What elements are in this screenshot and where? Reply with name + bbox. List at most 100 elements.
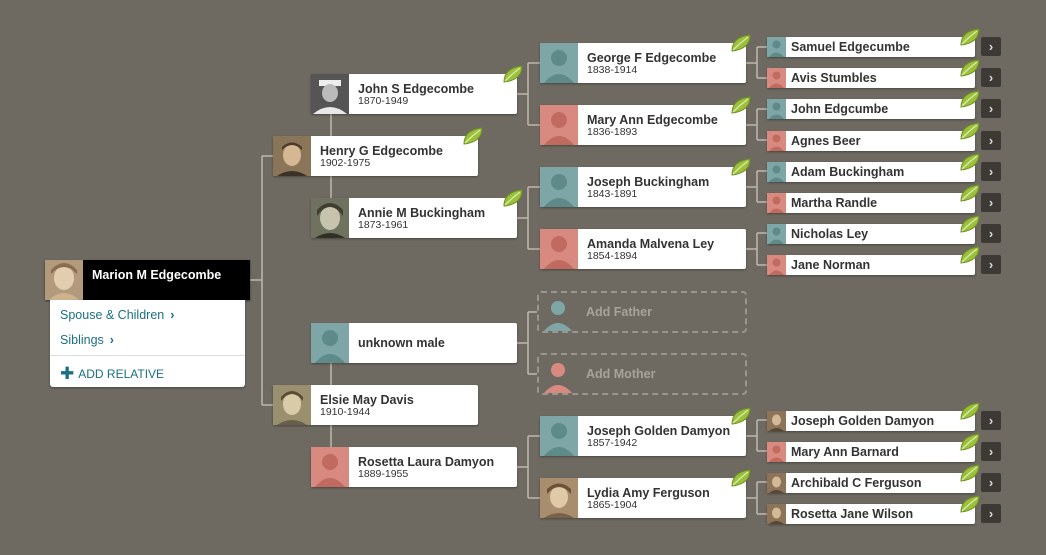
leaf-hint-icon[interactable] [959,121,981,141]
expand-ancestors-button[interactable]: › [981,411,1001,430]
person-photo [767,473,786,493]
great-great-grandparent-card[interactable]: Archibald C Ferguson [767,473,975,493]
spouse-children-link[interactable]: Spouse & Children› [60,308,174,322]
siblings-label: Siblings [60,333,104,347]
male-silhouette-icon [767,162,786,182]
leaf-hint-icon[interactable] [959,214,981,234]
great-grandparent-card[interactable]: Joseph Golden Damyon 1857-1942 [540,416,746,456]
menu-divider [50,355,245,356]
great-great-grandparent-card[interactable]: Avis Stumbles [767,68,975,88]
expand-ancestors-button[interactable]: › [981,131,1001,150]
great-great-grandparent-card[interactable]: Samuel Edgecumbe [767,37,975,57]
expand-ancestors-button[interactable]: › [981,504,1001,523]
great-grandparent-card[interactable]: Lydia Amy Ferguson 1865-1904 [540,478,746,518]
expand-ancestors-button[interactable]: › [981,442,1001,461]
leaf-hint-icon[interactable] [959,89,981,109]
expand-ancestors-button[interactable]: › [981,193,1001,212]
person-dates: 1870-1949 [358,95,409,107]
siblings-link[interactable]: Siblings › [60,333,114,347]
grandfather-maternal-card[interactable]: unknown male [311,323,517,363]
person-photo [45,260,83,300]
person-photo [273,136,311,176]
leaf-hint-icon[interactable] [730,33,752,53]
great-great-grandparent-card[interactable]: Mary Ann Barnard [767,442,975,462]
great-great-grandparent-card[interactable]: Rosetta Jane Wilson [767,504,975,524]
expand-ancestors-button[interactable]: › [981,37,1001,56]
person-name: Joseph Golden Damyon [587,424,731,438]
leaf-hint-icon[interactable] [959,152,981,172]
father-card[interactable]: Henry G Edgecombe 1902-1975 [273,136,478,176]
leaf-hint-icon[interactable] [959,183,981,203]
leaf-hint-icon[interactable] [462,126,484,146]
person-name: Joseph Golden Damyon [791,414,935,428]
leaf-hint-icon[interactable] [959,27,981,47]
mother-card[interactable]: Elsie May Davis 1910-1944 [273,385,478,425]
expand-ancestors-button[interactable]: › [981,162,1001,181]
female-silhouette-icon [767,131,786,151]
great-grandparent-card[interactable]: Joseph Buckingham 1843-1891 [540,167,746,207]
leaf-hint-icon[interactable] [959,463,981,483]
expand-ancestors-button[interactable]: › [981,68,1001,87]
great-great-grandparent-card[interactable]: Nicholas Ley [767,224,975,244]
chevron-right-icon: › [988,506,994,521]
person-name: Adam Buckingham [791,165,905,179]
leaf-hint-icon[interactable] [502,64,524,84]
male-silhouette-icon [311,323,349,363]
person-dates: 1910-1944 [320,406,371,418]
person-name: Rosetta Jane Wilson [791,507,914,521]
leaf-hint-icon[interactable] [959,432,981,452]
great-great-grandparent-card[interactable]: John Edgcumbe [767,99,975,119]
focus-person-card[interactable]: Marion M Edgecombe [45,260,250,300]
expand-ancestors-button[interactable]: › [981,224,1001,243]
person-name: John S Edgecombe [358,82,474,96]
grandmother-paternal-card[interactable]: Annie M Buckingham 1873-1961 [311,198,517,238]
grandfather-paternal-card[interactable]: John S Edgecombe 1870-1949 [311,74,517,114]
leaf-hint-icon[interactable] [730,406,752,426]
great-great-grandparent-card[interactable]: Agnes Beer [767,131,975,151]
add-mother-button[interactable]: Add Mother [537,353,747,395]
person-photo [540,478,578,518]
person-name: Joseph Buckingham [587,175,710,189]
expand-ancestors-button[interactable]: › [981,99,1001,118]
leaf-hint-icon[interactable] [730,95,752,115]
expand-ancestors-button[interactable]: › [981,255,1001,274]
great-great-grandparent-card[interactable]: Martha Randle [767,193,975,213]
person-name: Agnes Beer [791,134,861,148]
add-relative-button[interactable]: ✚ADD RELATIVE [60,364,164,384]
female-silhouette-icon [767,255,786,275]
great-great-grandparent-card[interactable]: Jane Norman [767,255,975,275]
great-great-grandparent-card[interactable]: Joseph Golden Damyon [767,411,975,431]
male-silhouette-icon [540,167,578,207]
chevron-right-icon: › [109,333,114,347]
male-silhouette-icon [767,99,786,119]
leaf-hint-icon[interactable] [502,188,524,208]
person-name: Archibald C Ferguson [791,476,922,490]
great-grandparent-card[interactable]: Mary Ann Edgecombe 1836-1893 [540,105,746,145]
person-name: John Edgcumbe [791,102,889,116]
add-father-button[interactable]: Add Father [537,291,747,333]
grandmother-maternal-card[interactable]: Rosetta Laura Damyon 1889-1955 [311,447,517,487]
expand-ancestors-button[interactable]: › [981,473,1001,492]
person-name: unknown male [358,336,445,350]
male-silhouette-icon [767,37,786,57]
add-mother-label: Add Mother [586,367,656,381]
leaf-hint-icon[interactable] [959,245,981,265]
female-silhouette-icon [540,105,578,145]
great-grandparent-card[interactable]: George F Edgecombe 1838-1914 [540,43,746,83]
person-dates: 1854-1894 [587,250,638,262]
leaf-hint-icon[interactable] [959,494,981,514]
great-great-grandparent-card[interactable]: Adam Buckingham [767,162,975,182]
great-grandparent-card[interactable]: Amanda Malvena Ley 1854-1894 [540,229,746,269]
spouse-children-label: Spouse & Children [60,308,165,322]
female-silhouette-icon [767,442,786,462]
person-dates: 1873-1961 [358,219,409,231]
leaf-hint-icon[interactable] [730,468,752,488]
chevron-right-icon: › [988,133,994,148]
leaf-hint-icon[interactable] [959,401,981,421]
leaf-hint-icon[interactable] [959,58,981,78]
person-name: Jane Norman [791,258,871,272]
person-photo [311,74,349,114]
person-dates: 1902-1975 [320,157,371,169]
male-silhouette-icon [541,295,575,331]
leaf-hint-icon[interactable] [730,157,752,177]
